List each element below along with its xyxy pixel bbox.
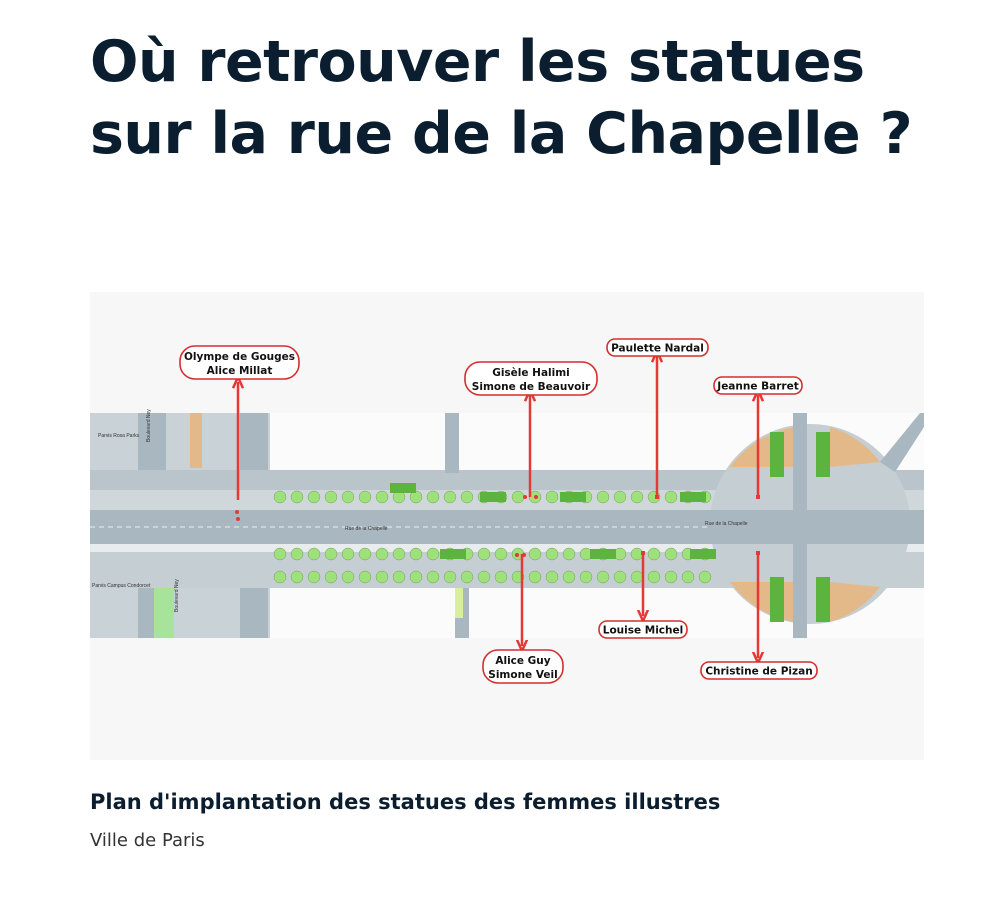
planting-bed (560, 492, 586, 502)
figure-credit: Ville de Paris (90, 830, 205, 851)
tree-icon (630, 570, 644, 584)
statue-label-louise-michel: Louise Michel (603, 625, 683, 637)
tree-icon (392, 547, 406, 561)
tree-icon (324, 570, 338, 584)
tree-icon (698, 570, 712, 584)
tree-icon (443, 570, 457, 584)
tree-icon (545, 490, 559, 504)
tree-icon (392, 570, 406, 584)
tree-icon (290, 547, 304, 561)
tree-icon (596, 570, 610, 584)
tree-icon (290, 570, 304, 584)
tree-icon (596, 490, 610, 504)
street-label-rue-de-la-chapelle-east: Rue de la Chapelle (705, 521, 748, 527)
tree-icon (375, 570, 389, 584)
statue-label-alice-guy: Alice Guy (495, 655, 550, 667)
tree-icon (511, 490, 525, 504)
planting-bed (440, 549, 466, 559)
tree-icon (443, 490, 457, 504)
tree-icon (358, 547, 372, 561)
tree-icon (664, 570, 678, 584)
tree-icon (681, 570, 695, 584)
tree-icon (409, 547, 423, 561)
tree-icon (460, 570, 474, 584)
tree-icon (341, 547, 355, 561)
tree-icon (613, 490, 627, 504)
tree-icon (273, 547, 287, 561)
tree-icon (307, 547, 321, 561)
tree-icon (358, 570, 372, 584)
tree-icon (324, 547, 338, 561)
tree-icon (477, 547, 491, 561)
tree-icon (273, 490, 287, 504)
statue-label-christine-de-pizan: Christine de Pizan (705, 666, 812, 678)
tree-icon (647, 570, 661, 584)
tree-icon (324, 490, 338, 504)
planting-bed (390, 483, 416, 493)
statue-label-alice-millat: Alice Millat (207, 365, 273, 377)
statue-label-paulette-nardal: Paulette Nardal (611, 343, 704, 355)
tree-icon (426, 490, 440, 504)
tree-icon (358, 490, 372, 504)
place-label-parvis-campus-condorcet: Parvis Campus Condorcet (92, 583, 151, 589)
tree-icon (545, 570, 559, 584)
tree-icon (375, 547, 389, 561)
tree-icon (375, 490, 389, 504)
street-plan: Rue de la Chapelle Rue de la Chapelle Bo… (90, 409, 924, 638)
tree-icon (545, 547, 559, 561)
tree-icon (341, 570, 355, 584)
tree-icon (307, 490, 321, 504)
statue-label-jeanne-barret: Jeanne Barret (716, 381, 798, 393)
street-label-boulevard-ney: Boulevard Ney (146, 409, 152, 442)
statue-label-simone-veil: Simone Veil (488, 669, 557, 681)
tree-icon (664, 547, 678, 561)
statue-label-simone-de-beauvoir: Simone de Beauvoir (472, 381, 591, 393)
tree-icon (528, 547, 542, 561)
statue-location-map: Rue de la Chapelle Rue de la Chapelle Bo… (90, 292, 924, 760)
tree-icon (409, 570, 423, 584)
planting-bed (590, 549, 616, 559)
tree-icon (664, 490, 678, 504)
tree-icon (579, 570, 593, 584)
tree-icon (613, 570, 627, 584)
tree-icon (630, 490, 644, 504)
planting-bed (480, 492, 506, 502)
tree-icon (647, 547, 661, 561)
statue-label-gisele-halimi: Gisèle Halimi (492, 367, 570, 379)
tree-icon (426, 547, 440, 561)
tree-icon (273, 570, 287, 584)
street-label-boulevard-ney-south: Boulevard Ney (174, 579, 180, 612)
tree-icon (341, 490, 355, 504)
planting-bed (680, 492, 706, 502)
place-label-parvis-rosa-parks: Parvis Rosa Parks (98, 433, 140, 439)
planting-bed (690, 549, 716, 559)
page-title: Où retrouver les statues sur la rue de l… (90, 29, 913, 167)
figure-caption: Plan d'implantation des statues des femm… (90, 790, 721, 814)
tree-icon (307, 570, 321, 584)
tree-icon (426, 570, 440, 584)
tree-icon (528, 570, 542, 584)
tree-icon (494, 547, 508, 561)
statue-label-olympe-de-gouges: Olympe de Gouges (184, 351, 295, 363)
tree-icon (562, 570, 576, 584)
tree-icon (562, 547, 576, 561)
tree-icon (494, 570, 508, 584)
tree-icon (290, 490, 304, 504)
tree-icon (477, 570, 491, 584)
tree-icon (460, 490, 474, 504)
street-label-rue-de-la-chapelle: Rue de la Chapelle (345, 526, 388, 532)
